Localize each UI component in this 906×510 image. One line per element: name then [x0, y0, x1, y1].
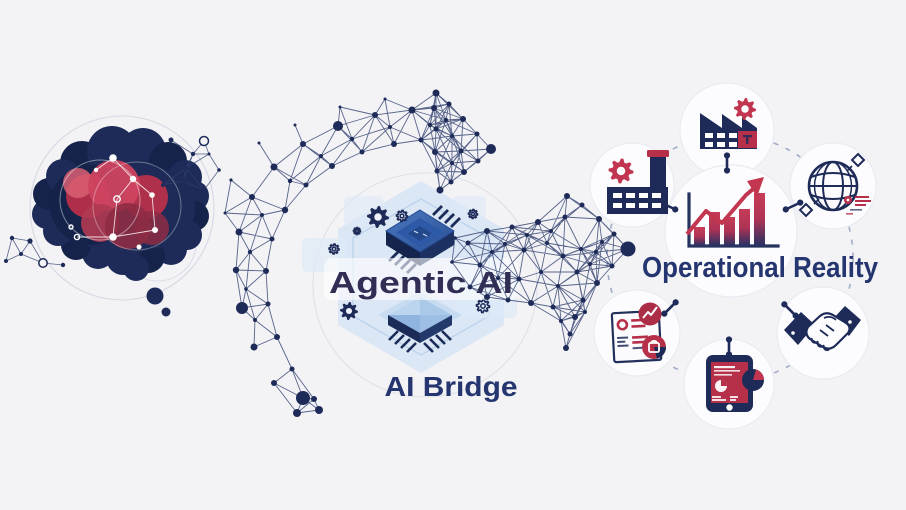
ai-bridge-label: AI Bridge	[385, 371, 518, 402]
network-arrow-curved-icon	[223, 89, 496, 417]
factory-gear-icon	[700, 98, 757, 149]
gear-cluster	[328, 206, 491, 320]
node-cluster-icon	[161, 135, 221, 193]
thought-bubble-brain-icon	[32, 126, 209, 317]
globe-icon	[798, 152, 871, 218]
growth-bar-chart-icon	[685, 177, 780, 248]
gear-icon	[734, 98, 756, 120]
agentic-ai-label: Agentic AI	[329, 265, 513, 300]
report-document-icon	[610, 302, 667, 364]
ai-bridge-core	[302, 181, 518, 373]
factory-chimney-gear-icon	[607, 150, 669, 214]
operational-cluster	[589, 82, 877, 430]
gear-icon	[608, 158, 634, 184]
dashed-connector-circle	[606, 134, 854, 382]
operational-reality-label: Operational Reality	[642, 252, 878, 284]
tablet-analytics-icon	[706, 355, 764, 412]
network-arrow-right-icon	[450, 193, 636, 351]
handshake-icon	[784, 306, 861, 352]
node-cluster-icon	[4, 235, 66, 268]
cpu-chip-bottom-icon	[378, 291, 462, 353]
